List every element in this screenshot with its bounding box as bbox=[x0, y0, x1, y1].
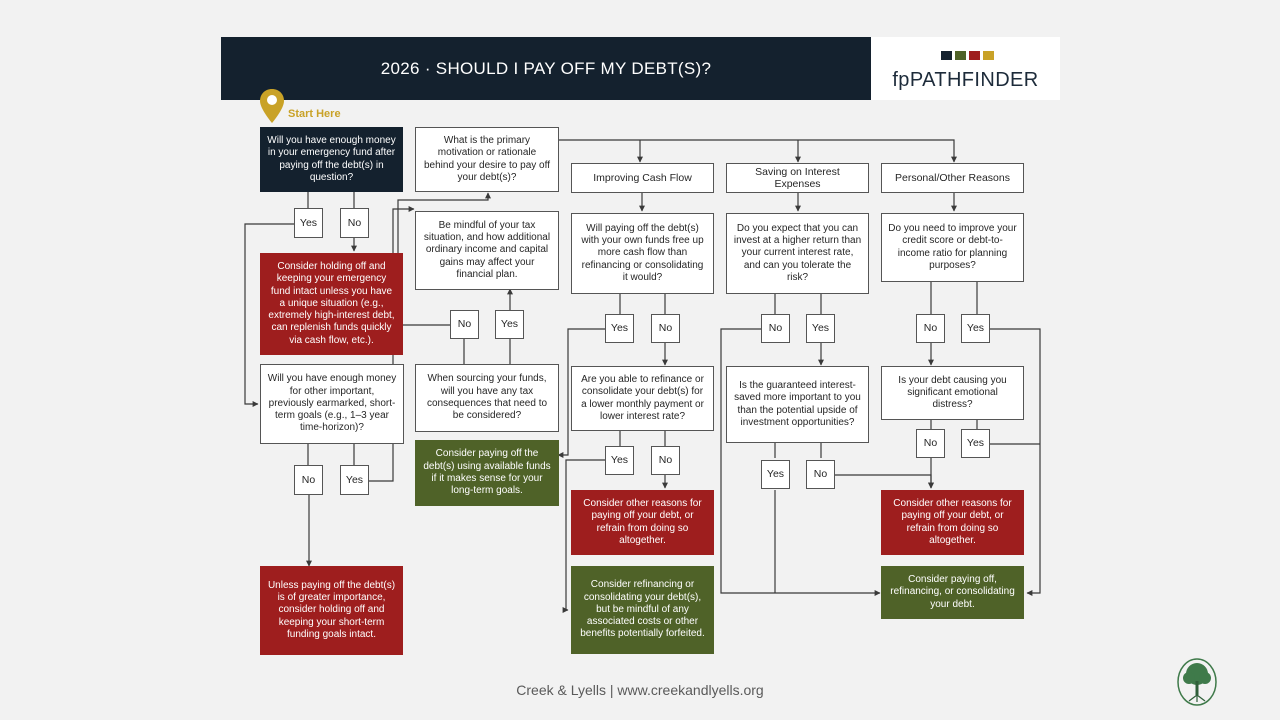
footer-text: Creek & Lyells | www.creekandlyells.org bbox=[516, 682, 764, 698]
brand-swatch-red bbox=[969, 51, 980, 60]
question-able-to-refinance: Are you able to refinance or consolidate… bbox=[571, 366, 714, 431]
question-primary-motivation: What is the primary motivation or ration… bbox=[415, 127, 559, 192]
note-tax-situation: Be mindful of your tax situation, and ho… bbox=[415, 211, 559, 290]
page-title: 2026 · SHOULD I PAY OFF MY DEBT(S)? bbox=[380, 59, 712, 78]
refinance-no: No bbox=[651, 446, 680, 475]
emergency-fund-yes: Yes bbox=[294, 208, 323, 238]
result-other-reasons-cash-flow: Consider other reasons for paying off yo… bbox=[571, 490, 714, 555]
tree-logo-icon bbox=[1177, 658, 1217, 706]
brand-swatch-gold bbox=[983, 51, 994, 60]
result-refinance-consolidate: Consider refinancing or consolidating yo… bbox=[571, 566, 714, 654]
question-tax-consequences: When sourcing your funds, will you have … bbox=[415, 364, 559, 432]
refinance-yes: Yes bbox=[605, 446, 634, 475]
short-term-goals-no: No bbox=[294, 465, 323, 495]
category-saving-on-interest: Saving on Interest Expenses bbox=[726, 163, 869, 193]
question-emotional-distress: Is your debt causing you significant emo… bbox=[881, 366, 1024, 420]
cash-flow-yes: Yes bbox=[605, 314, 634, 343]
result-pay-off-available-funds: Consider paying off the debt(s) using av… bbox=[415, 440, 559, 506]
credit-score-no: No bbox=[916, 314, 945, 343]
result-keep-emergency-fund: Consider holding off and keeping your em… bbox=[260, 253, 403, 355]
brand-name: fpPATHFINDER bbox=[892, 69, 1039, 91]
invest-return-no: No bbox=[761, 314, 790, 343]
credit-score-yes: Yes bbox=[961, 314, 990, 343]
question-invest-higher-return: Do you expect that you can invest at a h… bbox=[726, 213, 869, 294]
location-pin-icon bbox=[260, 89, 284, 123]
question-guaranteed-interest-saved: Is the guaranteed interest-saved more im… bbox=[726, 366, 869, 443]
question-emergency-fund: Will you have enough money in your emerg… bbox=[260, 127, 403, 192]
tax-consequences-no: No bbox=[450, 310, 479, 339]
question-credit-score: Do you need to improve your credit score… bbox=[881, 213, 1024, 282]
guaranteed-interest-no: No bbox=[806, 460, 835, 489]
emergency-fund-no: No bbox=[340, 208, 369, 238]
question-short-term-goals: Will you have enough money for other imp… bbox=[260, 364, 404, 444]
header-bar: 2026 · SHOULD I PAY OFF MY DEBT(S)? bbox=[221, 37, 871, 100]
guaranteed-interest-yes: Yes bbox=[761, 460, 790, 489]
invest-return-yes: Yes bbox=[806, 314, 835, 343]
short-term-goals-yes: Yes bbox=[340, 465, 369, 495]
result-other-reasons-personal: Consider other reasons for paying off yo… bbox=[881, 490, 1024, 555]
emotional-distress-yes: Yes bbox=[961, 429, 990, 458]
result-pay-off-refinance-consolidate: Consider paying off, refinancing, or con… bbox=[881, 566, 1024, 619]
emotional-distress-no: No bbox=[916, 429, 945, 458]
question-free-up-cash-flow: Will paying off the debt(s) with your ow… bbox=[571, 213, 714, 294]
brand-swatch-olive bbox=[955, 51, 966, 60]
start-here-label: Start Here bbox=[288, 108, 341, 120]
result-keep-short-term-goals: Unless paying off the debt(s) is of grea… bbox=[260, 566, 403, 655]
brand-swatch-navy bbox=[941, 51, 952, 60]
tax-consequences-yes: Yes bbox=[495, 310, 524, 339]
category-improving-cash-flow: Improving Cash Flow bbox=[571, 163, 714, 193]
category-personal-other-reasons: Personal/Other Reasons bbox=[881, 163, 1024, 193]
cash-flow-no: No bbox=[651, 314, 680, 343]
brand-logo: fpPATHFINDER bbox=[871, 37, 1060, 100]
